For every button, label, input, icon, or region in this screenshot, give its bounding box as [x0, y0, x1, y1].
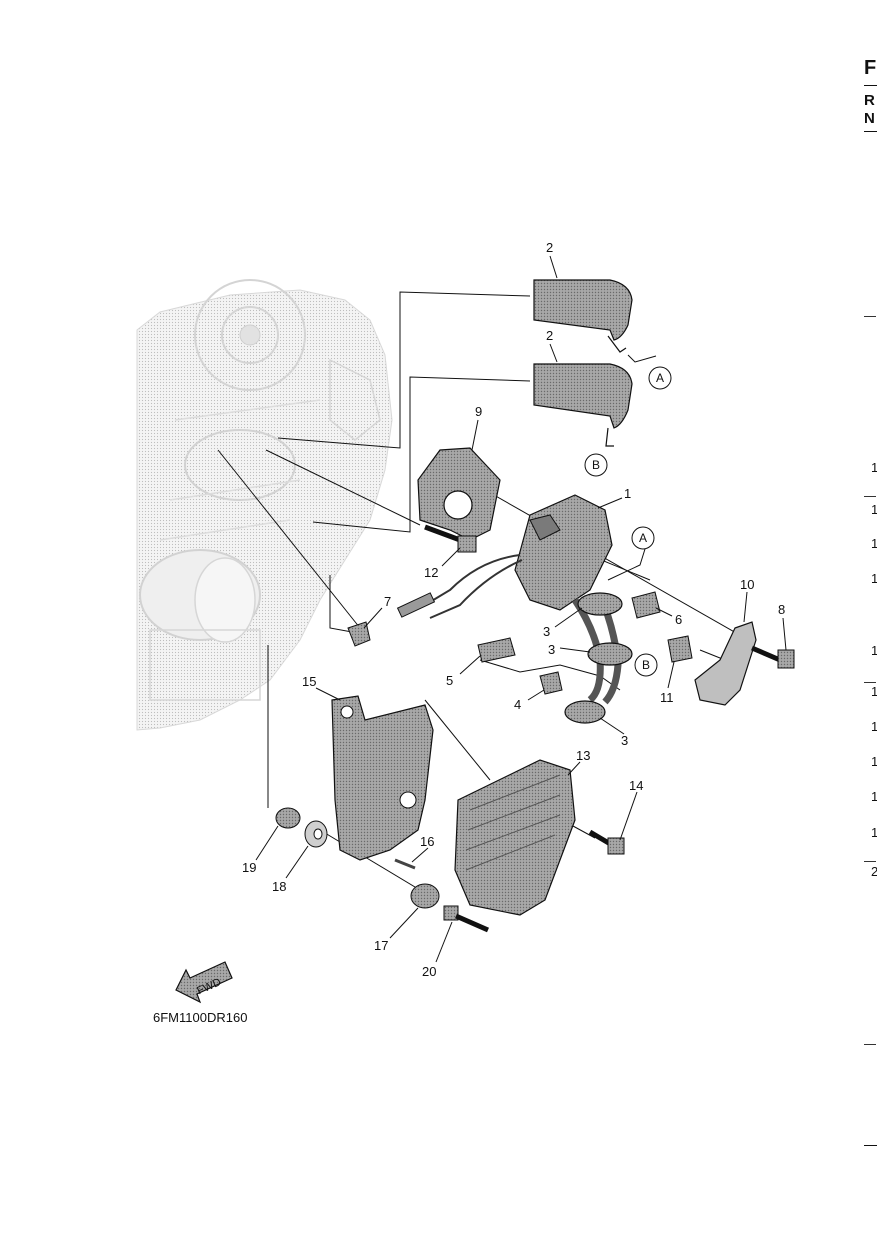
svg-text:2: 2	[546, 240, 553, 255]
edge-rule	[864, 85, 877, 86]
figure-code: 6FM1100DR160	[153, 1010, 247, 1025]
collar-19	[275, 807, 301, 829]
bolt-8	[751, 645, 795, 669]
svg-text:19: 19	[242, 860, 256, 875]
callouts	[255, 255, 787, 963]
bolt-20	[443, 905, 490, 933]
svg-text:13: 13	[576, 748, 590, 763]
edge-row-number: 1	[871, 502, 877, 517]
screw-16	[394, 858, 416, 870]
edge-letter-n: N	[864, 110, 875, 127]
spark-plug-cap-lower	[533, 363, 633, 447]
grommet-17	[410, 883, 440, 909]
svg-text:3: 3	[543, 624, 550, 639]
edge-rule	[864, 1145, 877, 1146]
edge-letter-r: R	[864, 92, 875, 109]
svg-text:7: 7	[384, 594, 391, 609]
edge-row-number: 1	[871, 571, 877, 586]
holder-5	[477, 637, 516, 663]
edge-row-number: 1	[871, 789, 877, 804]
bolt-12	[424, 524, 477, 553]
svg-text:18: 18	[272, 879, 286, 894]
bracket-plate-10	[694, 621, 757, 706]
svg-text:10: 10	[740, 577, 754, 592]
edge-row-number: 1	[871, 754, 877, 769]
svg-text:1: 1	[624, 486, 631, 501]
svg-text:5: 5	[446, 673, 453, 688]
edge-dash	[864, 1044, 876, 1045]
circle-label-b-upper: B	[584, 453, 608, 477]
grommet-lower	[564, 700, 606, 724]
svg-text:A: A	[656, 371, 664, 385]
svg-text:2: 2	[546, 328, 553, 343]
clamp-6	[631, 591, 661, 619]
edge-rule	[864, 131, 877, 132]
grommet-upper	[577, 592, 623, 616]
svg-text:15: 15	[302, 674, 316, 689]
grommet-18	[304, 820, 328, 848]
edge-letter-f: F	[864, 57, 877, 79]
svg-text:20: 20	[422, 964, 436, 979]
clamp-4	[539, 671, 563, 695]
svg-text:B: B	[592, 458, 600, 472]
edge-row-number: 1	[871, 460, 877, 475]
spark-plug-cap-upper	[533, 279, 633, 353]
svg-text:4: 4	[514, 697, 521, 712]
svg-text:3: 3	[621, 733, 628, 748]
callout-labels: 2 2 9 1 12 7 3 6 10 8 3 5 4 11 3 15 13 1…	[242, 240, 785, 979]
rectifier-regulator-13	[454, 759, 576, 916]
svg-text:6: 6	[675, 612, 682, 627]
edge-dash	[864, 861, 876, 862]
svg-text:A: A	[639, 531, 647, 545]
edge-row-number: 1	[871, 825, 877, 840]
grommet-middle	[587, 642, 633, 666]
svg-text:B: B	[642, 658, 650, 672]
edge-row-number: 1	[871, 719, 877, 734]
forward-arrow-icon: FWD	[175, 961, 233, 1004]
svg-text:8: 8	[778, 602, 785, 617]
edge-row-number: 1	[871, 536, 877, 551]
edge-row-number: 1	[871, 684, 877, 699]
svg-text:3: 3	[548, 642, 555, 657]
edge-row-number: 1	[871, 643, 877, 658]
svg-text:11: 11	[660, 690, 674, 705]
svg-text:12: 12	[424, 565, 438, 580]
svg-text:9: 9	[475, 404, 482, 419]
engine-block-ghost	[136, 279, 393, 731]
svg-text:16: 16	[420, 834, 434, 849]
bolt-14	[588, 829, 625, 855]
rectifier-bracket-15	[331, 695, 434, 861]
clamp-11	[667, 635, 693, 663]
svg-text:17: 17	[374, 938, 388, 953]
edge-dash	[864, 496, 876, 497]
circle-label-a-upper: A	[648, 366, 672, 390]
circle-label-b-lower: B	[634, 653, 658, 677]
edge-row-number: 2	[871, 864, 877, 879]
circle-label-a-lower: A	[631, 526, 655, 550]
ignition-coil-bracket	[417, 447, 501, 541]
edge-dash	[864, 682, 876, 683]
edge-dash	[864, 316, 876, 317]
svg-text:14: 14	[629, 778, 643, 793]
